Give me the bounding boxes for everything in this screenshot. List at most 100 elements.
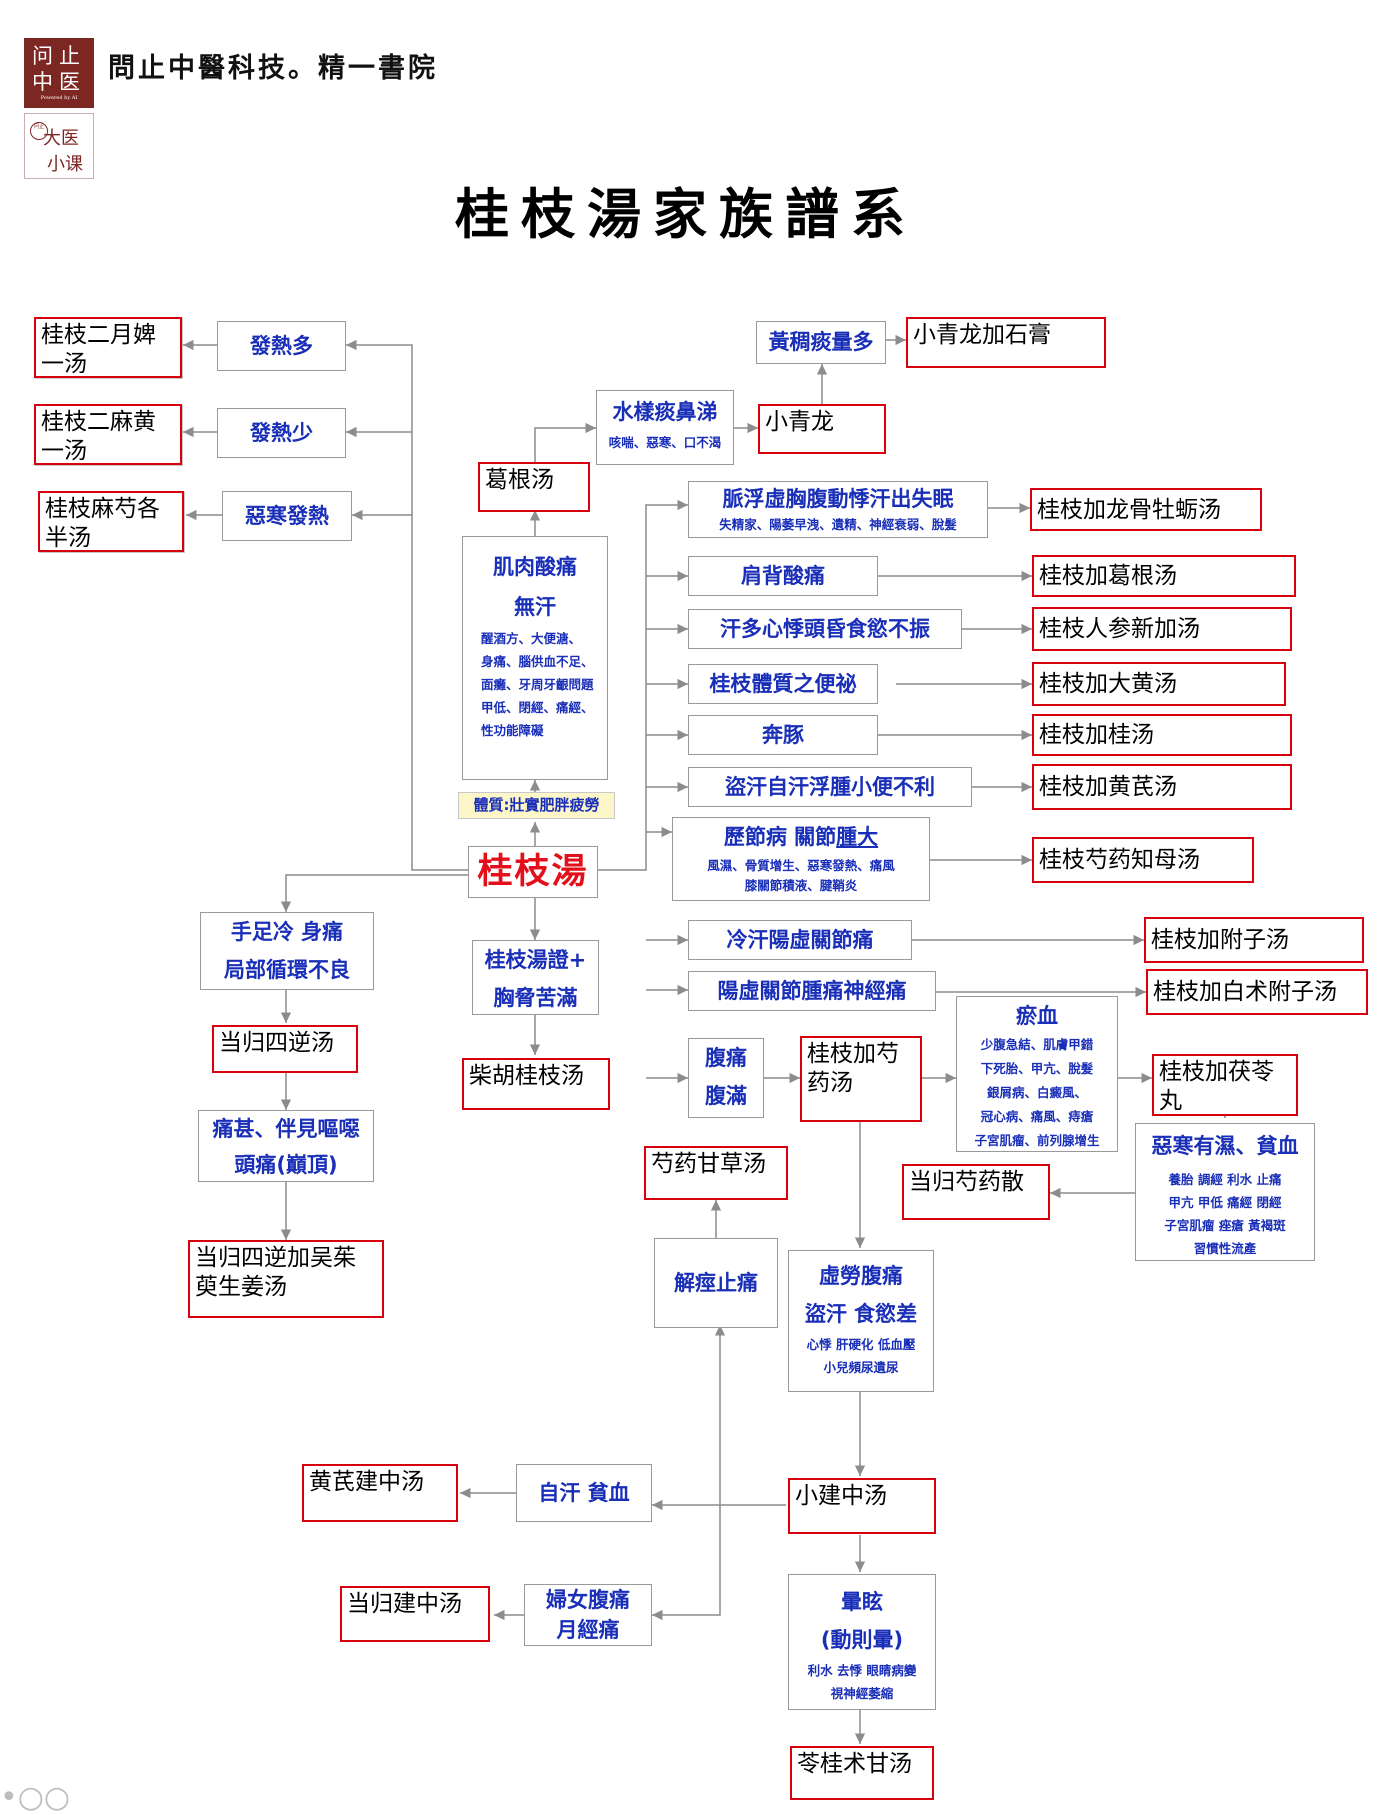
symptom-label: 虛勞腹痛 [819, 1264, 903, 1288]
symptom-label: 無汗 [514, 595, 556, 619]
symptom-label: 腹痛 [705, 1046, 747, 1070]
formula-box: 当归四逆汤 [212, 1025, 358, 1073]
symptom-label: 脈浮虛胸腹動悸汗出失眠 [722, 487, 954, 511]
symptom-label: 盜汗自汗浮腫小便不利 [725, 775, 935, 799]
formula-box: 桂枝麻芍各半汤 [38, 491, 184, 552]
symptom-detail: 膝關節積液、腱鞘炎 [744, 878, 858, 893]
symptom-label: 暈眩 [841, 1590, 883, 1614]
formula-box: 桂枝加白术附子汤 [1146, 969, 1368, 1015]
symptom-detail: 子宮肌瘤 痤瘡 黃褐斑 [1164, 1218, 1286, 1233]
formula-box: 当归四逆加吴茱萸生姜汤 [188, 1240, 384, 1318]
formula-box: 葛根汤 [478, 462, 590, 512]
formula-box: 小建中汤 [788, 1478, 936, 1534]
symptom-box: 惡寒有濕、貧血 養胎 調經 利水 止痛 甲亢 甲低 痛經 閉經 子宮肌瘤 痤瘡 … [1135, 1123, 1315, 1261]
symptom-detail: 風濕、骨質增生、惡寒發熱、痛風 [707, 858, 895, 873]
symptom-label: 瘀血 [1016, 1004, 1058, 1028]
symptom-detail: 心悸 肝硬化 低血壓 [806, 1337, 916, 1352]
formula-box: 苓桂术甘汤 [790, 1746, 934, 1800]
symptom-box: 汗多心悸頭昏食慾不振 [688, 609, 962, 649]
symptom-label: 頭痛(巔頂) [234, 1153, 338, 1177]
logo-caption: Powered by AI [40, 95, 78, 101]
seal-icon: 问止 [30, 122, 48, 140]
formula-box: 桂枝加龙骨牡蛎汤 [1030, 488, 1262, 531]
formula-box: 黄芪建中汤 [302, 1464, 458, 1522]
symptom-label: 奔豚 [762, 723, 804, 747]
symptom-box: 腹痛 腹滿 [688, 1038, 764, 1118]
symptom-detail: 銀屑病、白癜風、 [986, 1085, 1087, 1100]
symptom-box: 奔豚 [688, 715, 878, 755]
symptom-label: 月經痛 [556, 1618, 620, 1642]
course-logo: 问止 大医 小课 [24, 113, 94, 179]
symptom-detail: 利水 去悸 眼睛病變 [807, 1663, 917, 1678]
symptom-label: 黃稠痰量多 [768, 330, 874, 354]
joint-title-emphasis: 腫大 [836, 825, 879, 849]
formula-box: 柴胡桂枝汤 [462, 1058, 610, 1110]
symptom-box: 陽虛關節腫痛神經痛 [688, 971, 936, 1011]
symptom-box: 瘀血 少腹急結、肌膚甲錯 下死胎、甲亢、脫髮 銀屑病、白癜風、 冠心病、痛風、痔… [956, 996, 1118, 1152]
formula-box: 芍药甘草汤 [644, 1146, 788, 1200]
symptom-box: 桂枝湯證+ 胸脅苦滿 [472, 940, 599, 1015]
symptom-label: 手足冷 身痛 [230, 920, 344, 944]
symptom-label: (動則暈) [820, 1628, 904, 1652]
symptom-box: 肌肉酸痛 無汗 醒酒方、大便溏、 身痛、腦供血不足、 面癱、牙周牙齦問題 甲低、… [462, 536, 608, 780]
symptom-label: 胸脅苦滿 [493, 986, 578, 1010]
logo-line-1: 问止 [32, 44, 86, 68]
symptom-label: 婦女腹痛 [546, 1588, 630, 1612]
symptom-label: 桂枝體質之便祕 [709, 672, 857, 696]
formula-box: 小青龙 [758, 404, 886, 454]
formula-box: 桂枝二月婢一汤 [34, 317, 182, 378]
symptom-label: 局部循環不良 [224, 958, 350, 982]
symptom-box: 暈眩 (動則暈) 利水 去悸 眼睛病變 視神經萎縮 [788, 1574, 936, 1710]
symptom-box: 桂枝體質之便祕 [688, 664, 878, 704]
formula-box: 桂枝芍药知母汤 [1032, 837, 1254, 883]
page-title: 桂枝湯家族譜系 [455, 182, 917, 246]
symptom-box: 痛甚、伴見嘔噁 頭痛(巔頂) [198, 1110, 374, 1182]
symptom-box: 解痙止痛 [654, 1238, 778, 1328]
symptom-detail: 習慣性流產 [1193, 1241, 1257, 1256]
symptom-box: 冷汗陽虛關節痛 [688, 920, 912, 960]
symptom-detail: 子宮肌瘤、前列腺增生 [974, 1133, 1100, 1148]
symptom-label: 解痙止痛 [674, 1271, 758, 1295]
symptom-box: 虛勞腹痛 盜汗 食慾差 心悸 肝硬化 低血壓 小兒頻尿遺尿 [788, 1250, 934, 1392]
symptom-detail: 甲亢 甲低 痛經 閉經 [1168, 1195, 1282, 1210]
formula-box: 桂枝加附子汤 [1144, 917, 1364, 963]
symptom-label: 盜汗 食慾差 [804, 1302, 918, 1326]
formula-box: 当归芍药散 [902, 1164, 1050, 1220]
symptom-detail: 小兒頻尿遺尿 [823, 1360, 899, 1375]
symptom-box: 手足冷 身痛 局部循環不良 [200, 912, 374, 990]
formula-box: 桂枝人参新加汤 [1032, 607, 1292, 651]
symptom-box: 歷節病 關節腫大 風濕、骨質增生、惡寒發熱、痛風 膝關節積液、腱鞘炎 [672, 817, 930, 901]
symptom-label: 水樣痰鼻涕 [612, 400, 718, 424]
symptom-label: 肌肉酸痛 [493, 555, 577, 579]
symptom-detail: 少腹急結、肌膚甲錯 [980, 1037, 1094, 1052]
formula-box: 桂枝加芍药汤 [800, 1036, 922, 1122]
formula-box: 桂枝加大黄汤 [1032, 662, 1286, 706]
symptom-label: 冷汗陽虛關節痛 [726, 928, 874, 952]
symptom-detail: 養胎 調經 利水 止痛 [1168, 1172, 1282, 1187]
symptom-box: 水樣痰鼻涕 咳喘、惡寒、口不渴 [596, 390, 734, 465]
symptom-label: 肩背酸痛 [741, 564, 825, 588]
symptom-box: 肩背酸痛 [688, 556, 878, 596]
formula-box: 当归建中汤 [340, 1586, 490, 1642]
company-logo: 问止 中医 Powered by AI [24, 38, 94, 108]
symptom-detail: 面癱、牙周牙齦問題 [481, 677, 594, 692]
symptom-detail: 醒酒方、大便溏、 [481, 631, 582, 646]
symptom-box: 惡寒發熱 [222, 491, 352, 541]
symptom-box: 盜汗自汗浮腫小便不利 [688, 767, 972, 807]
symptom-label: 歷節病 關節腫大 [673, 818, 929, 856]
symptom-label: 惡寒發熱 [245, 504, 329, 528]
symptom-box: 發熱多 [217, 321, 346, 371]
symptom-label: 惡寒有濕、貧血 [1151, 1134, 1299, 1158]
symptom-label: 自汗 貧血 [538, 1481, 630, 1505]
symptom-label: 發熱多 [250, 334, 313, 358]
symptom-label: 陽虛關節腫痛神經痛 [717, 979, 907, 1003]
symptom-box: 發熱少 [217, 408, 346, 458]
symptom-label: 桂枝湯證+ [484, 948, 587, 972]
symptom-detail: 冠心病、痛風、痔瘡 [980, 1109, 1094, 1124]
formula-box: 桂枝二麻黄一汤 [34, 404, 182, 465]
symptom-box: 脈浮虛胸腹動悸汗出失眠 失精家、陽萎早洩、遺精、神經衰弱、脫髮 [688, 481, 988, 538]
formula-box: 桂枝加茯苓丸 [1152, 1054, 1298, 1116]
brand-name: 問止中醫科技。精一書院 [108, 53, 438, 84]
